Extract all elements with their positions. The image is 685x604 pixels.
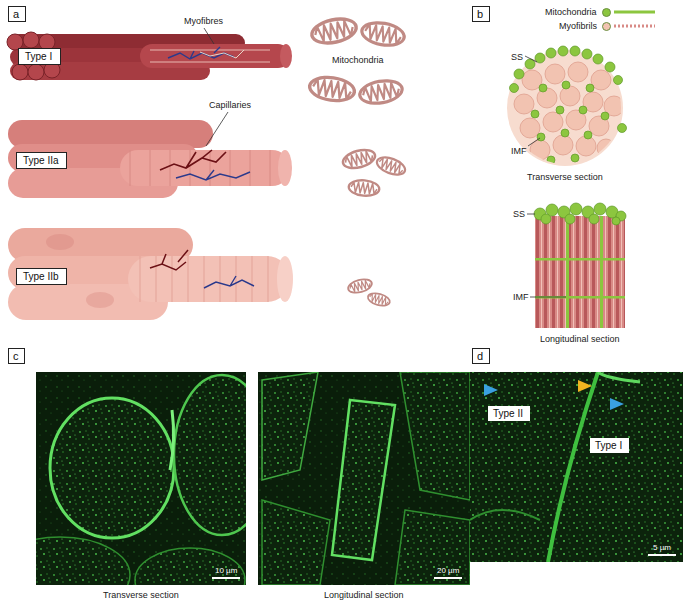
fibre-type-box: Type IIa [16,152,67,169]
type-iia-fibre [8,120,292,198]
panel-letter: c [8,348,25,364]
panel-caption: Longitudinal section [324,590,404,600]
part-label: IMF [511,146,527,156]
leader-line [206,112,228,146]
part-label: Myofibres [184,16,223,26]
legend-swatch [602,22,611,31]
scale-bar-label: 10 µm [215,566,237,575]
scale-bar-label: 20 µm [437,566,459,575]
type-iib-fibre [8,228,293,320]
box-text: b [477,8,485,20]
box-text: d [477,350,485,362]
box-text: a [13,8,21,20]
legend-swatch [602,8,611,17]
transverse-diagram [507,46,627,166]
leader-line [530,297,566,298]
part-label: SS [511,52,523,62]
legend-text: Myofibrils [559,21,597,31]
panel-letter: b [472,6,490,22]
type-i-fibre [7,32,292,80]
part-label: SS [513,209,525,219]
part-label: Capillaries [209,100,251,110]
leader-line [204,28,214,44]
longitudinal-diagram [534,203,626,328]
panel-caption: Transverse section [103,590,179,600]
box-text: Type IIa [23,155,60,166]
box-text: c [13,350,20,362]
fibre-type-tag: Type II [488,406,530,421]
part-label: IMF [513,292,529,302]
section-label: Transverse section [527,172,603,182]
panel-letter: a [8,6,26,22]
micrograph-fibre-types [470,372,683,562]
section-label: Longitudinal section [540,334,620,344]
leader-line [525,56,537,62]
scale-bar-label: 5 µm [653,543,671,552]
fibre-type-tag: Type I [590,438,629,453]
leader-line [527,214,535,215]
panel-letter: d [472,348,490,364]
micrograph-transverse [36,372,246,585]
box-text: Type I [25,51,54,62]
fibre-type-box: Type I [18,48,61,65]
part-label: Mitochondria [332,55,384,65]
box-text: Type IIb [23,271,60,282]
mitochondria-icons [306,13,409,309]
box-text: Type I [595,440,624,451]
box-text: Type II [493,408,525,419]
legend-text: Mitochondria [545,7,597,17]
legend-samples [614,12,655,26]
micrograph-longitudinal [258,372,470,585]
fibre-type-box: Type IIb [16,268,67,285]
leader-line [528,138,540,146]
